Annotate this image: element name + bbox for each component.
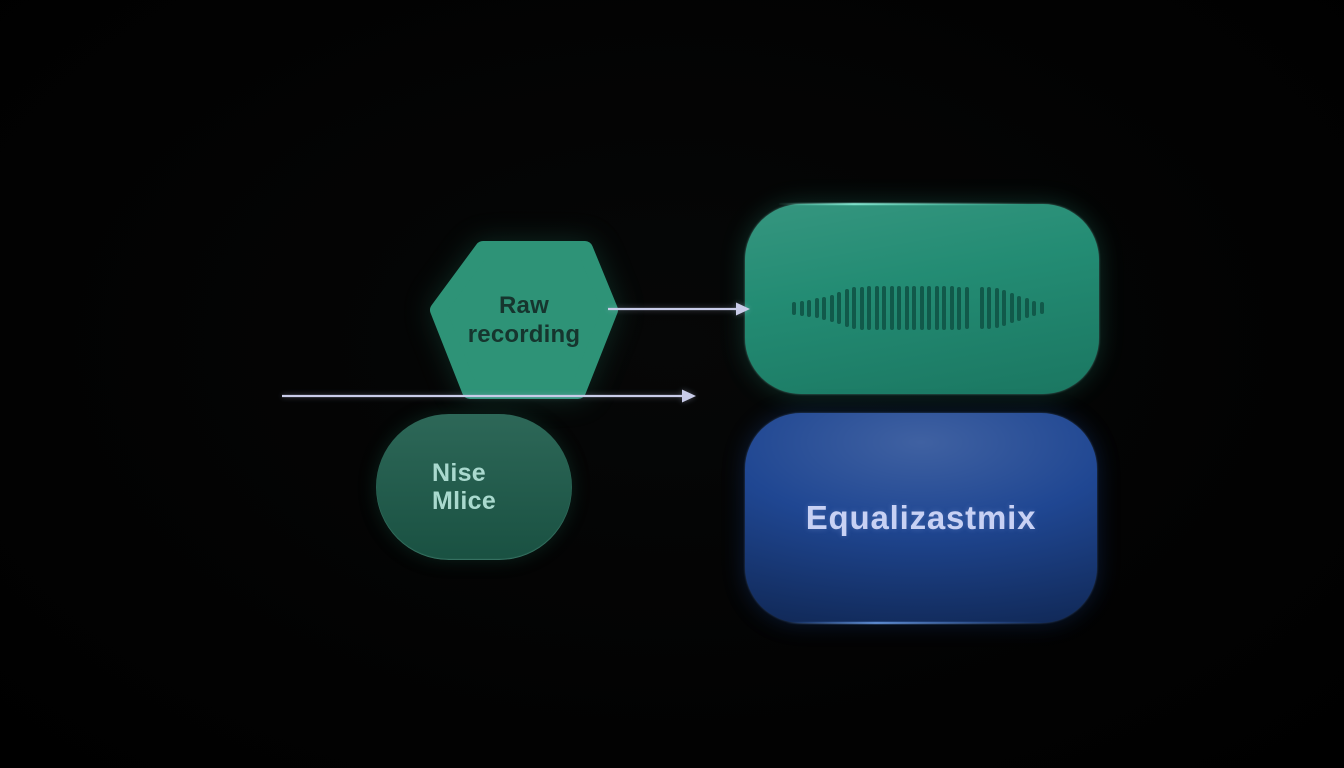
arrow-noise-path (282, 389, 696, 403)
waveform-bar (957, 286, 961, 330)
waveform-bar (822, 296, 826, 320)
node-noise-mic: Nise Mlice (376, 414, 572, 560)
waveform-bar (979, 287, 984, 329)
hexagon-shape (430, 241, 618, 399)
top-edge-glow (779, 203, 1029, 205)
waveform-bar (942, 286, 946, 330)
waveform-bar (1039, 302, 1044, 314)
waveform-bar (934, 286, 939, 330)
node-equalizer-mix: Equalizastmix (745, 413, 1097, 624)
node-waveform-box (745, 203, 1099, 394)
waveform-bar (927, 286, 931, 330)
waveform-bar (972, 306, 976, 310)
waveform-bar (807, 299, 811, 317)
waveform-bar (814, 298, 819, 318)
waveform-bar (1017, 295, 1021, 321)
raw-recording-line1: Raw (499, 291, 549, 319)
waveform-bar (859, 286, 864, 330)
waveform-bar (897, 286, 901, 330)
waveform-bar (964, 287, 969, 329)
waveform-bar (987, 287, 991, 329)
arrow-raw-to-waveform (608, 302, 750, 316)
waveform-bar (1024, 298, 1029, 318)
waveform-bar (904, 286, 909, 330)
noise-mic-line2: Mlice (432, 487, 497, 515)
waveform-bar (994, 288, 999, 328)
waveform-bar (792, 301, 796, 315)
raw-recording-label: Raw recording (430, 240, 618, 400)
waveform-bar (837, 292, 841, 324)
waveform-bar (852, 287, 856, 329)
waveform-bar (882, 286, 886, 330)
bottom-edge-glow (785, 622, 1045, 624)
waveform-bar (829, 294, 834, 322)
waveform-bar (1002, 290, 1006, 326)
waveform-bar (889, 286, 894, 330)
waveform-bar (1032, 300, 1036, 316)
waveform-bar (949, 286, 954, 330)
waveform-bar (919, 286, 924, 330)
equalizer-mix-label: Equalizastmix (805, 499, 1037, 536)
waveform-icon (792, 286, 1052, 330)
waveform-bar (912, 286, 916, 330)
waveform-bar (874, 286, 879, 330)
noise-mic-line1: Nise (432, 459, 487, 487)
raw-recording-line2: recording (467, 321, 581, 348)
waveform-bar (799, 300, 804, 316)
waveform-bar (844, 289, 849, 327)
waveform-bar (867, 286, 871, 330)
node-raw-recording: Raw recording (430, 240, 618, 400)
waveform-bar (1009, 293, 1014, 323)
